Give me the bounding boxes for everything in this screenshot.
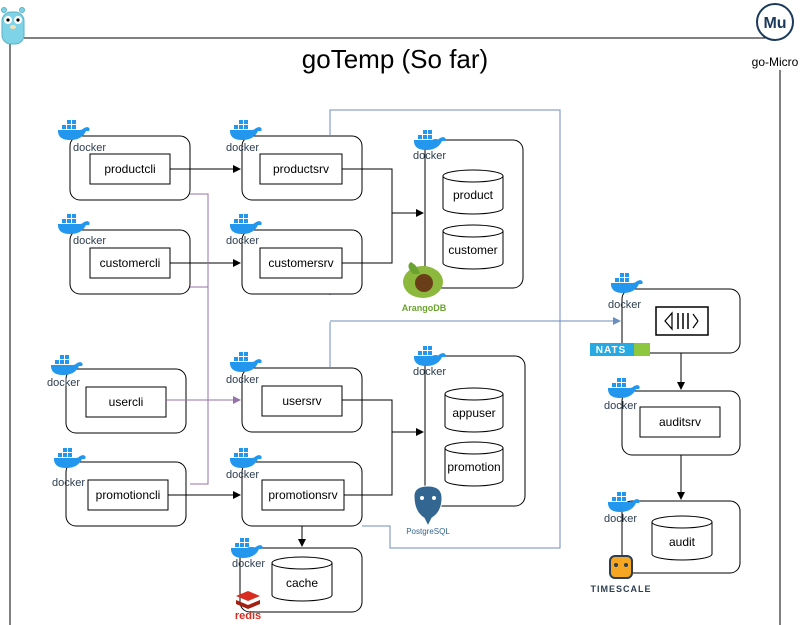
client-customercli: customercli [100, 256, 161, 270]
timescale-logo: TIMESCALE [590, 555, 651, 594]
go-micro-label: go-Micro [752, 55, 799, 69]
docker-label: docker [226, 142, 259, 154]
docker-label: docker [226, 469, 259, 481]
outer-frame [9, 37, 781, 625]
docker-label: docker [73, 235, 106, 247]
productsrv-container: docker productsrv [226, 120, 363, 201]
auditsrv-container: docker auditsrv [604, 378, 741, 456]
docker-label: docker [608, 299, 641, 311]
docker-label: docker [52, 477, 85, 489]
db-product: product [442, 169, 504, 215]
nats-container: docker [608, 273, 741, 354]
connectors [166, 165, 685, 547]
db-audit-label: audit [669, 535, 696, 549]
go-micro-logo: Mu go-Micro [752, 3, 799, 69]
db-customer-label: customer [448, 243, 497, 257]
timescale-label: TIMESCALE [590, 584, 651, 594]
diagram-title: goTemp (So far) [302, 44, 488, 74]
usercli-container: docker usercli [47, 355, 187, 434]
network-boundary [329, 109, 561, 549]
productcli-container: docker productcli [58, 120, 191, 201]
docker-label: docker [73, 142, 106, 154]
nats-logo: NATS [590, 343, 650, 356]
db-audit: audit [651, 515, 713, 561]
db-customer: customer [442, 224, 504, 270]
docker-label: docker [226, 374, 259, 386]
usersrv-container: docker usersrv [226, 352, 363, 433]
postgresql-logo: PostgreSQL [406, 485, 450, 536]
promotionsrv-container: docker promotionsrv [226, 448, 363, 527]
customersrv-container: docker customersrv [226, 214, 363, 295]
docker-label: docker [604, 400, 637, 412]
nats-label: NATS [596, 345, 626, 356]
service-productsrv: productsrv [273, 162, 329, 176]
service-usersrv: usersrv [282, 394, 321, 408]
postgres-container: docker appuser promotion [413, 346, 526, 507]
postgresql-label: PostgreSQL [406, 527, 450, 536]
arangodb-logo: ArangoDB [402, 262, 447, 313]
db-cache: cache [271, 556, 333, 602]
timescale-container: docker audit [604, 492, 741, 574]
db-appuser: appuser [444, 387, 504, 433]
db-cache-label: cache [286, 576, 318, 590]
arangodb-label: ArangoDB [402, 303, 447, 313]
docker-label: docker [232, 558, 265, 570]
queue-icon [655, 306, 709, 336]
redis-logo: redis [235, 591, 261, 622]
customercli-container: docker customercli [58, 214, 191, 295]
docker-label: docker [226, 235, 259, 247]
docker-label: docker [413, 366, 446, 378]
promotioncli-container: docker promotioncli [52, 448, 187, 527]
redis-label: redis [235, 610, 261, 622]
client-productcli: productcli [104, 162, 155, 176]
service-customersrv: customersrv [268, 256, 333, 270]
service-promotionsrv: promotionsrv [268, 488, 337, 502]
redis-container: docker cache [231, 538, 363, 613]
db-appuser-label: appuser [452, 406, 495, 420]
docker-label: docker [47, 377, 80, 389]
client-usercli: usercli [109, 395, 144, 409]
db-promotion: promotion [444, 441, 504, 487]
service-auditsrv: auditsrv [659, 415, 701, 429]
go-micro-logo-text: Mu [763, 15, 786, 32]
client-promotioncli: promotioncli [96, 488, 161, 502]
db-product-label: product [453, 188, 494, 202]
arangodb-container: docker product customer [413, 130, 524, 289]
gopher-icon [1, 7, 25, 45]
db-promotion-label: promotion [447, 460, 500, 474]
docker-label: docker [413, 150, 446, 162]
docker-label: docker [604, 513, 637, 525]
